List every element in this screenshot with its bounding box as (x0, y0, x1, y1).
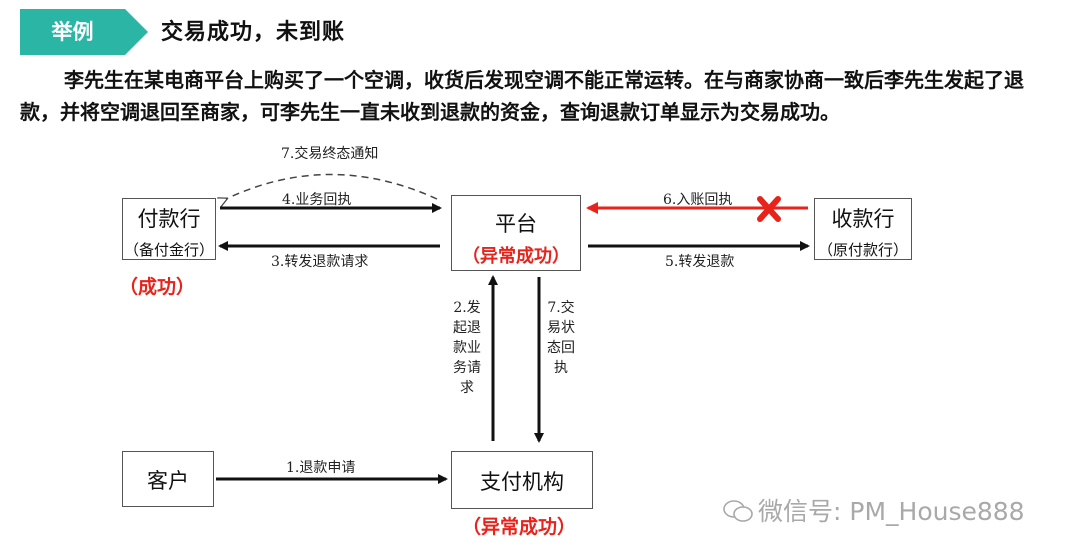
customer-node: 客户 (122, 451, 214, 507)
label-3-forward-refund: 3.转发退款请求 (271, 254, 369, 270)
wechat-icon (723, 500, 753, 522)
section-title: 交易成功，未到账 (161, 20, 346, 45)
case-description-text: 李先生在某电商平台上购买了一个空调，收货后发现空调不能正常运转。在与商家协商一致… (20, 68, 1024, 124)
payer-bank-node: 付款行 （备付金行） (122, 198, 216, 260)
label-2-initiate-refund: 2.发起退款业务请求 (453, 300, 481, 396)
payee-bank-subtitle: （原付款行） (817, 241, 908, 259)
platform-name: 平台 (495, 212, 537, 236)
payer-bank-status: （成功） (119, 276, 196, 298)
customer-name: 客户 (147, 469, 189, 493)
wechat-watermark: 微信号: PM_House888 (722, 492, 1025, 528)
payee-bank-name: 收款行 (831, 207, 895, 231)
arrow-7-final-notice (226, 173, 438, 200)
payee-bank-node: 收款行 （原付款行） (814, 198, 912, 260)
payment-org-status: （异常成功） (462, 516, 577, 538)
label-7-status-receipt: 7.交易状态回执 (547, 300, 575, 376)
label-4-business-receipt: 4.业务回执 (282, 192, 352, 208)
payment-org-node: 支付机构 (451, 451, 593, 509)
payer-bank-subtitle: （备付金行） (123, 241, 214, 259)
failure-x-icon (757, 196, 781, 222)
case-description: 李先生在某电商平台上购买了一个空调，收货后发现空调不能正常运转。在与商家协商一致… (20, 64, 1040, 128)
platform-status: （异常成功） (462, 246, 570, 267)
example-tag-shape (20, 9, 148, 55)
watermark-text: 微信号: PM_House888 (758, 497, 1025, 526)
label-1-refund-apply: 1.退款申请 (286, 460, 356, 476)
label-6-credit-receipt: 6.入账回执 (663, 192, 733, 208)
label-5-forward-refund: 5.转发退款 (665, 254, 735, 270)
payer-bank-name: 付款行 (137, 207, 201, 231)
payment-org-name: 支付机构 (480, 470, 564, 494)
platform-node: 平台 （异常成功） (451, 195, 581, 271)
example-tag-label: 举例 (51, 20, 94, 44)
label-7-final-notice: 7.交易终态通知 (281, 146, 379, 162)
